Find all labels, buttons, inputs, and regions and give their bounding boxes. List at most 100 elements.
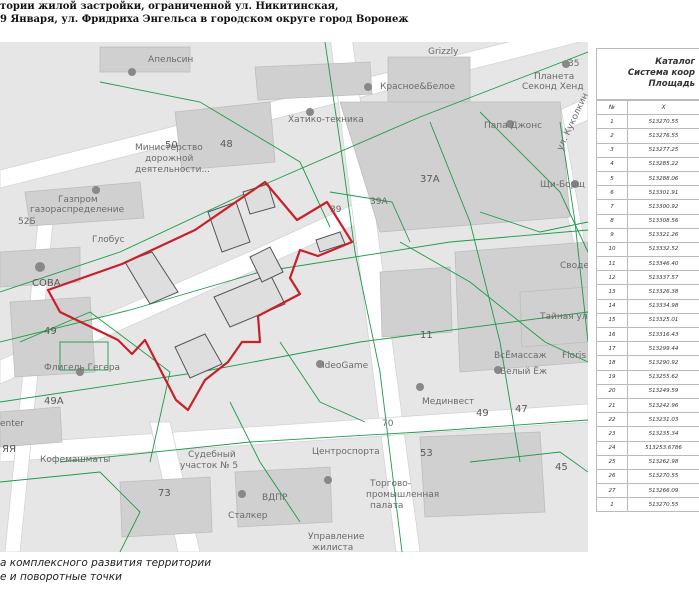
label-47: 47 [515,404,528,415]
label-papa-johns: Папа Джонс [484,121,542,131]
row-number: 23 [596,426,628,442]
label-torgovo-2: промышленная [366,490,439,500]
table-header-row: № X [596,99,699,116]
label-35: 35 [568,59,579,69]
label-ministry-3: деятельности... [135,165,210,175]
label-centrsporta: Центроспорта [312,447,380,457]
row-x-value: 513277.25 [627,142,699,158]
legend-line-2: е и поворотные точки [0,571,122,583]
row-x-value: 513253.6786 [627,440,699,456]
label-ya: ЯЯ [2,444,16,455]
row-x-value: 513276.55 [627,128,699,144]
label-kofemamaty: Кофемашматы [40,455,110,465]
row-number: 24 [596,440,628,456]
row-x-value: 513346.40 [627,256,699,272]
row-number: 5 [596,170,628,187]
label-torgovo-3: палата [370,501,403,511]
label-gazprom-2: газораспределение [30,205,125,215]
row-number: 2 [596,128,628,144]
label-49b: 49 [476,408,489,419]
row-number: 9 [596,227,628,243]
label-50: 50 [165,140,178,151]
row-number: 13 [596,284,628,300]
catalog-head-1: Каталог [655,57,695,67]
title-line-2: 9 Января, ул. Фридриха Энгельса в городс… [0,14,409,25]
row-x-value: 513300.92 [627,199,699,215]
row-number: 19 [596,369,628,385]
legend: а комплексного развития территории е и п… [0,556,211,584]
row-x-value: 513242.96 [627,397,699,414]
label-37a: 37А [420,174,440,185]
row-x-value: 513288.06 [627,170,699,187]
row-x-value: 513316.43 [627,326,699,343]
row-number: 15 [596,312,628,329]
label-11: 11 [420,330,433,341]
poi-markers [35,60,579,498]
map-area[interactable]: Grizzly Апельсин 35 Планета Секонд Хенд … [0,42,588,552]
row-x-value: 513249.59 [627,383,699,399]
label-torgovo-1: Торгово- [369,479,411,489]
col-number-header: № [596,99,628,116]
map-svg: Grizzly Апельсин 35 Планета Секонд Хенд … [0,42,588,552]
row-number: 20 [596,383,628,399]
buildings [0,46,588,538]
row-x-value: 513299.44 [627,341,699,357]
label-52b: 52Б [18,217,36,227]
label-medinvest: Мединвест [422,397,474,407]
label-ideogame: IdeoGame [322,361,369,371]
label-vseomassazh: ВсЁмассаж [494,350,547,361]
legend-line-1: а комплексного развития территории [0,557,212,569]
label-svod: Своде [560,261,588,271]
label-vdpr: ВДПР [262,493,288,503]
row-number: 26 [596,468,628,485]
catalog-head-2: Система коор [627,68,695,78]
row-x-value: 513231.03 [627,412,699,428]
label-apelsin: Апельсин [148,55,193,65]
label-fligel: Флигель Гегера [44,363,120,373]
development-boundary [46,180,354,412]
label-upravlenie-1: Управление [308,532,365,542]
label-krasnoe: Красное&Белое [380,82,455,92]
title-line-1: тории жилой застройки, ограниченной ул. … [0,1,339,12]
catalog-head-3: Площадь [648,79,695,89]
row-x-value: 513332.52 [627,241,699,258]
row-x-value: 513308.56 [627,213,699,229]
label-planeta-1: Планета [534,72,574,82]
plot-buildings [124,183,346,379]
label-taynaya: Тайная ул [539,312,588,322]
label-53: 53 [420,448,433,459]
label-45: 45 [555,462,568,473]
label-70: 70 [382,419,394,429]
row-number: 10 [596,241,628,258]
row-x-value: 513326.38 [627,284,699,300]
row-number: 11 [596,256,628,272]
label-globus: Глобус [92,235,125,245]
row-number: 8 [596,213,628,229]
label-39a: 39А [370,197,388,207]
row-number: 25 [596,454,628,470]
label-center: enter [0,419,24,429]
label-ministry-2: дорожной [145,154,193,164]
row-x-value: 513321.26 [627,227,699,243]
catalog-header: Каталог Система коор Площадь [596,48,699,100]
label-upravlenie-2: жилиста [312,543,353,552]
label-stalker: Сталкер [228,511,268,521]
row-x-value: 513290.92 [627,355,699,371]
row-number: 27 [596,483,628,499]
